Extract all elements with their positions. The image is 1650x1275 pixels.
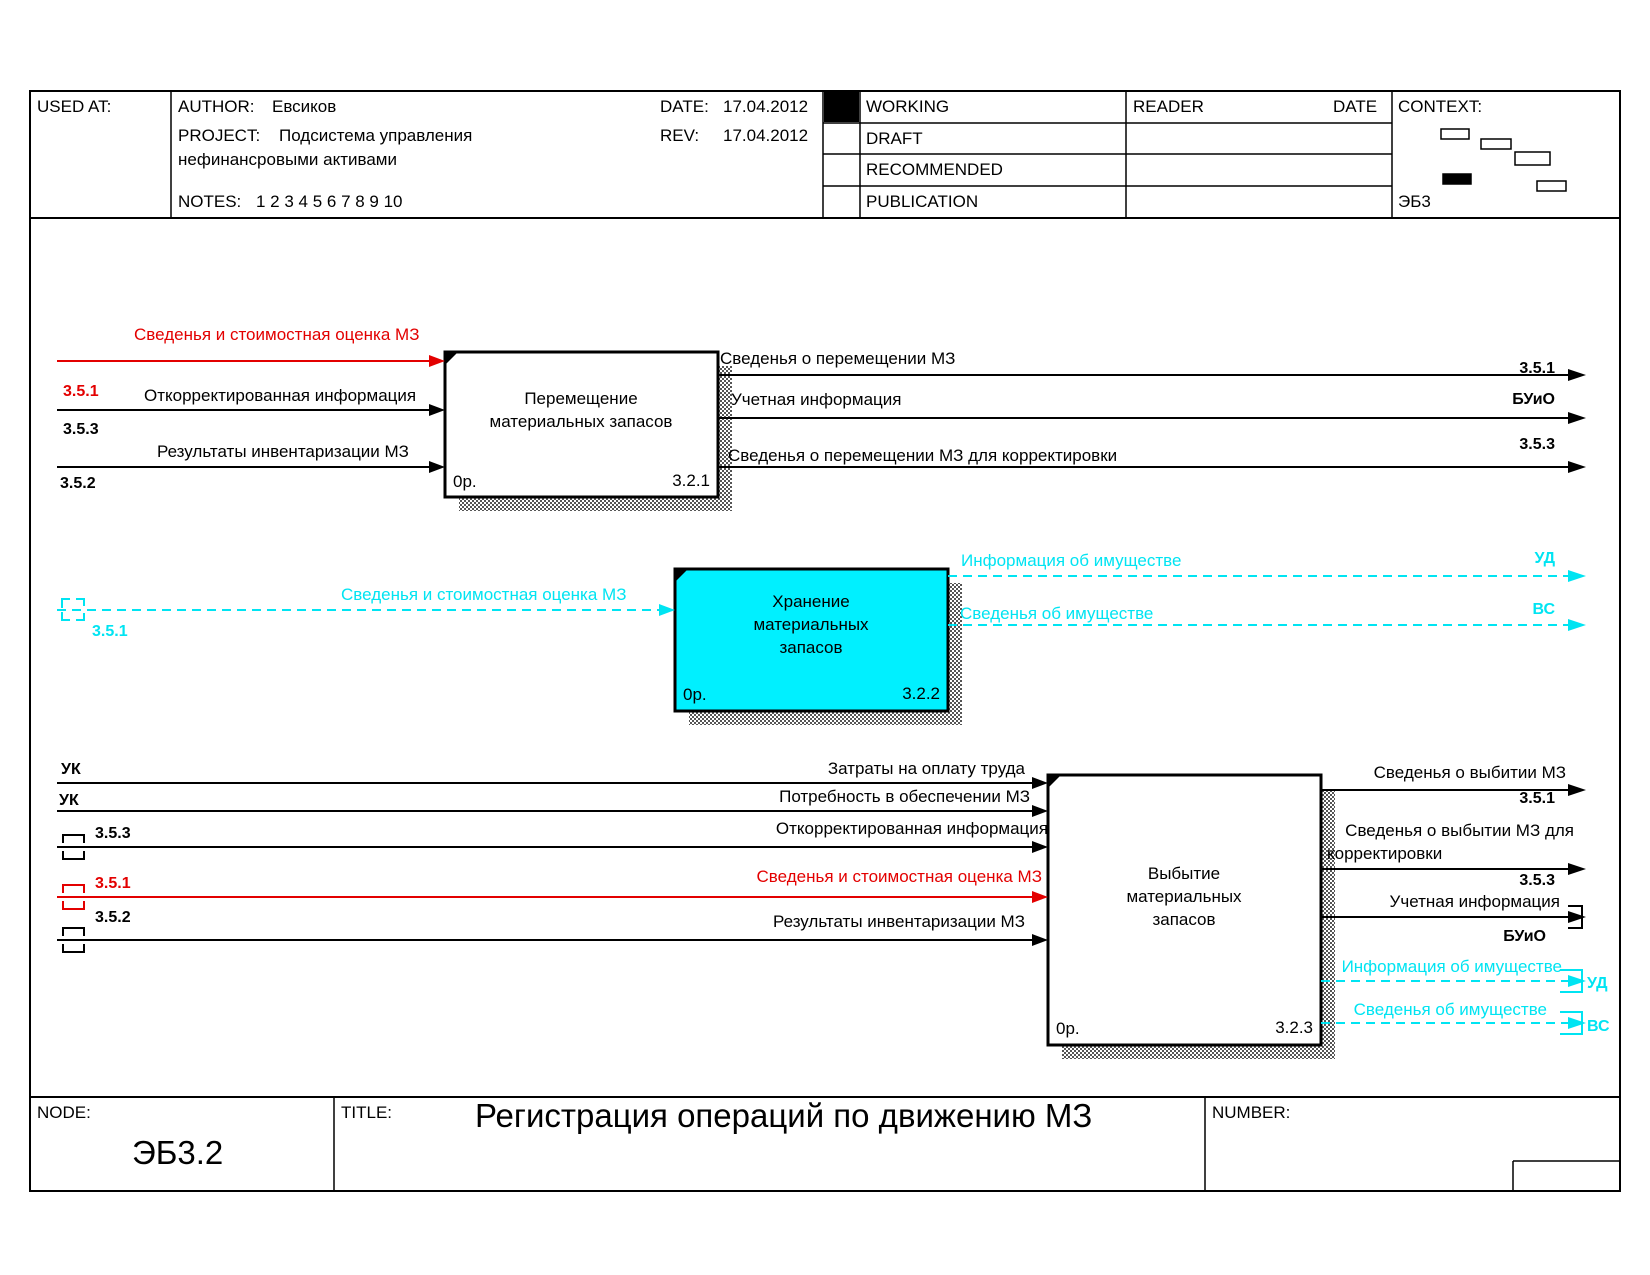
status-publication: PUBLICATION bbox=[866, 192, 978, 211]
box-3-2-3-input-arrows[interactable] bbox=[57, 777, 1048, 946]
box-3-2-1-cost: 0р. bbox=[453, 472, 477, 491]
b1-output-label-3: Сведенья о перемещении МЗ для корректиро… bbox=[728, 446, 1117, 465]
b3-output-tunnel-2: 3.5.3 bbox=[1519, 872, 1555, 889]
status-working: WORKING bbox=[866, 97, 949, 116]
b2-output-label-2: Сведенья об имуществе bbox=[960, 604, 1153, 623]
context-thumbnail bbox=[1440, 128, 1567, 192]
box-3-2-1-name-line-1: Перемещение bbox=[524, 389, 637, 408]
project-line-2: нефинансровыми активами bbox=[178, 150, 397, 169]
b2-output-tunnel-1: УД bbox=[1534, 550, 1555, 567]
b3-output-tunnel-3: БУиО bbox=[1503, 928, 1546, 945]
b2-input-label: Сведенья и стоимостная оценка МЗ bbox=[341, 585, 626, 604]
status-recommended: RECOMMENDED bbox=[866, 160, 1003, 179]
b3-input-tunnel-5: 3.5.2 bbox=[95, 909, 131, 926]
b2-output-tunnel-2: ВС bbox=[1533, 601, 1556, 618]
box-3-2-3-output-arrows[interactable] bbox=[1321, 784, 1586, 1029]
date-label: DATE: bbox=[660, 97, 709, 116]
box-3-2-2-name-line-3: запасов bbox=[779, 638, 842, 657]
b3-output-tunnel-4: УД bbox=[1587, 975, 1608, 992]
author-label: AUTHOR: bbox=[178, 97, 255, 116]
b3-output-label-3: Учетная информация bbox=[1390, 892, 1560, 911]
context-node: ЭБ3 bbox=[1398, 192, 1431, 211]
activity-box-3-2-2[interactable]: Хранение материальных запасов 0р. 3.2.2 bbox=[673, 567, 962, 725]
b3-input-label-2: Потребность в обеспечении МЗ bbox=[779, 787, 1030, 806]
diagram-title: Регистрация операций по движению МЗ bbox=[475, 1097, 1092, 1134]
box-3-2-2-cost: 0р. bbox=[683, 685, 707, 704]
context-label: CONTEXT: bbox=[1398, 97, 1482, 116]
b3-input-label-5: Результаты инвентаризации МЗ bbox=[773, 912, 1025, 931]
box-3-2-3-cost: 0р. bbox=[1056, 1019, 1080, 1038]
box-3-2-2-name-line-2: материальных bbox=[753, 615, 869, 634]
title-label: TITLE: bbox=[341, 1103, 392, 1122]
b1-input-label-3: Результаты инвентаризации МЗ bbox=[157, 442, 409, 461]
box-3-2-3-output-tunnel-brackets bbox=[1560, 905, 1583, 1035]
b3-input-label-4: Сведенья и стоимостная оценка МЗ bbox=[757, 867, 1042, 886]
box-3-2-2-name-line-1: Хранение bbox=[772, 592, 849, 611]
box-3-2-1-name-line-2: материальных запасов bbox=[490, 412, 673, 431]
b3-input-tunnel-4: 3.5.1 bbox=[95, 875, 131, 892]
box-3-2-3-number: 3.2.3 bbox=[1275, 1018, 1313, 1037]
box-3-2-2-input-arrow[interactable] bbox=[57, 598, 675, 621]
b1-output-tunnel-3: 3.5.3 bbox=[1519, 436, 1555, 453]
box-3-2-1-input-arrows[interactable] bbox=[57, 355, 445, 473]
b1-input-label-1: Сведенья и стоимостная оценка МЗ bbox=[134, 325, 419, 344]
project-label: PROJECT: bbox=[178, 126, 260, 145]
activity-box-3-2-3[interactable]: Выбытие материальных запасов 0р. 3.2.3 bbox=[1046, 773, 1335, 1059]
box-3-2-3-name-line-1: Выбытие bbox=[1148, 864, 1220, 883]
b1-output-label-2: Учетная информация bbox=[731, 390, 901, 409]
b3-output-tunnel-1: 3.5.1 bbox=[1519, 790, 1555, 807]
b3-input-tunnel-3: 3.5.3 bbox=[95, 825, 131, 842]
b3-output-label-2b: корректировки bbox=[1327, 844, 1442, 863]
project-line-1: Подсистема управления bbox=[279, 126, 472, 145]
b1-input-label-2: Откорректированная информация bbox=[144, 386, 416, 405]
b1-output-tunnel-2: БУиО bbox=[1512, 391, 1555, 408]
date-value: 17.04.2012 bbox=[723, 97, 808, 116]
b3-output-label-2a: Сведенья о выбытии МЗ для bbox=[1345, 821, 1574, 840]
b1-input-tunnel-3: 3.5.2 bbox=[60, 475, 96, 492]
status-draft: DRAFT bbox=[866, 129, 923, 148]
number-label: NUMBER: bbox=[1212, 1103, 1290, 1122]
b3-input-label-3: Откорректированная информация bbox=[776, 819, 1048, 838]
box-3-2-3-input-tunnel-brackets bbox=[62, 834, 85, 953]
node-value: ЭБ3.2 bbox=[132, 1134, 223, 1171]
b1-input-tunnel-1: 3.5.1 bbox=[63, 383, 99, 400]
box-3-2-1-number: 3.2.1 bbox=[672, 471, 710, 490]
box-3-2-2-number: 3.2.2 bbox=[902, 684, 940, 703]
b3-input-tunnel-1: УК bbox=[61, 761, 81, 778]
b3-input-label-1: Затраты на оплату труда bbox=[828, 759, 1026, 778]
box-3-2-1-output-arrows[interactable] bbox=[718, 369, 1586, 473]
b1-input-tunnel-2: 3.5.3 bbox=[63, 421, 99, 438]
box-3-2-3-name-line-3: запасов bbox=[1152, 910, 1215, 929]
node-label: NODE: bbox=[37, 1103, 91, 1122]
b3-output-label-1: Сведенья о выбитии МЗ bbox=[1374, 763, 1566, 782]
b3-output-label-4: Информация об имуществе bbox=[1342, 957, 1562, 976]
activity-box-3-2-1[interactable]: Перемещение материальных запасов 0р. 3.2… bbox=[443, 350, 732, 511]
author-value: Евсиков bbox=[272, 97, 336, 116]
b3-output-label-5: Сведенья об имуществе bbox=[1354, 1000, 1547, 1019]
reader-date-label: DATE bbox=[1333, 97, 1377, 116]
rev-value: 17.04.2012 bbox=[723, 126, 808, 145]
reader-label: READER bbox=[1133, 97, 1204, 116]
box-3-2-2-output-arrows[interactable] bbox=[948, 570, 1586, 631]
working-status-marker bbox=[824, 92, 859, 122]
notes-values: 1 2 3 4 5 6 7 8 9 10 bbox=[256, 192, 403, 211]
b2-input-tunnel: 3.5.1 bbox=[92, 623, 128, 640]
b3-output-tunnel-5: ВС bbox=[1587, 1018, 1610, 1035]
rev-label: REV: bbox=[660, 126, 699, 145]
b1-output-label-1: Сведенья о перемещении МЗ bbox=[720, 349, 955, 368]
used-at-label: USED AT: bbox=[37, 97, 111, 116]
footer-frame bbox=[29, 1096, 1621, 1192]
b1-output-tunnel-1: 3.5.1 bbox=[1519, 360, 1555, 377]
notes-label: NOTES: bbox=[178, 192, 241, 211]
box-3-2-3-name-line-2: материальных bbox=[1126, 887, 1242, 906]
b3-input-tunnel-2: УК bbox=[59, 792, 79, 809]
b2-output-label-1: Информация об имуществе bbox=[961, 551, 1181, 570]
